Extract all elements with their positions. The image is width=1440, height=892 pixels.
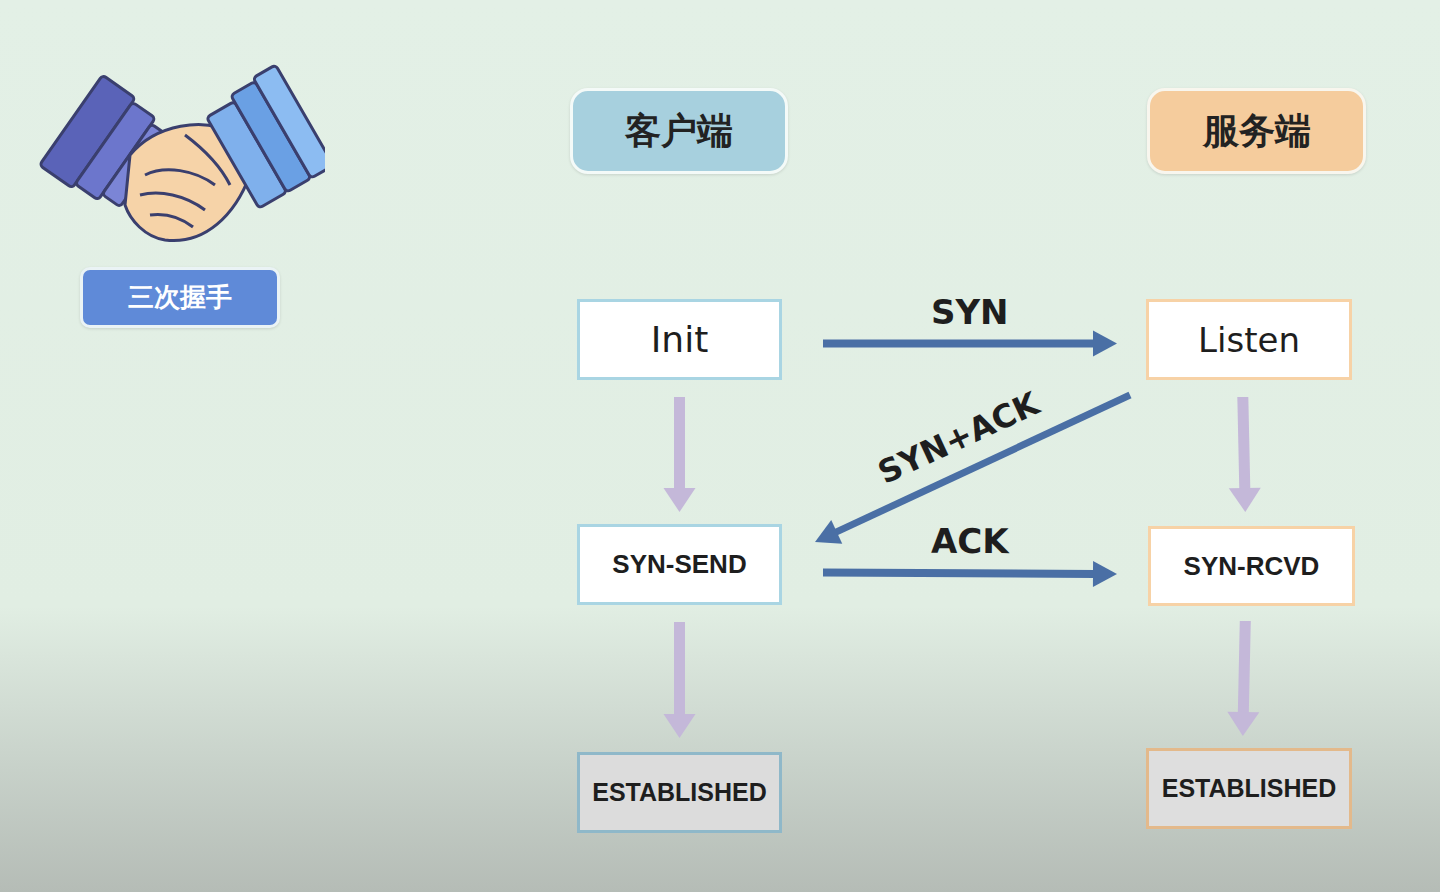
arrow-head: [1093, 331, 1117, 357]
state-box: Init: [577, 299, 782, 380]
state-box: SYN-RCVD: [1148, 526, 1355, 606]
state-transition-arrow: [1229, 397, 1261, 512]
node-text: ESTABLISHED: [592, 778, 767, 807]
state-box-final: ESTABLISHED: [577, 752, 782, 833]
node-text: SYN-SEND: [612, 549, 746, 580]
arrow-shaft: [1243, 621, 1245, 714]
edge-label: SYN: [931, 292, 1009, 332]
arrow-shaft: [823, 573, 1095, 574]
arrow-head: [815, 520, 842, 544]
arrow-head: [1229, 488, 1261, 512]
node-text: 服务端: [1203, 107, 1311, 156]
node-text: ESTABLISHED: [1162, 774, 1337, 803]
node-text: 三次握手: [128, 280, 232, 315]
state-transition-arrow: [664, 622, 696, 738]
node-text: 客户端: [625, 107, 733, 156]
state-box-final: ESTABLISHED: [1146, 748, 1352, 829]
state-transition-arrow: [1227, 621, 1259, 736]
client-header: 客户端: [570, 88, 788, 174]
edge-label: SYN+ACK: [872, 384, 1045, 492]
message-arrow: [823, 561, 1117, 587]
arrow-head: [664, 714, 696, 738]
node-text: Listen: [1198, 320, 1300, 360]
arrow-shaft: [674, 397, 685, 490]
arrow-head: [664, 488, 696, 512]
message-arrow: [823, 331, 1117, 357]
title-box: 三次握手: [80, 267, 280, 328]
arrow-shaft: [674, 622, 685, 716]
arrow-head: [1093, 561, 1117, 587]
arrow-head: [1227, 712, 1259, 736]
server-header: 服务端: [1147, 88, 1366, 174]
state-box: SYN-SEND: [577, 524, 782, 605]
arrow-shaft: [823, 340, 1095, 348]
handshake-illustration: [35, 55, 325, 265]
state-box: Listen: [1146, 299, 1352, 380]
node-text: Init: [651, 319, 709, 360]
arrow-shaft: [1243, 397, 1245, 490]
node-text: SYN-RCVD: [1184, 551, 1320, 582]
edge-label: ACK: [931, 521, 1009, 561]
state-transition-arrow: [664, 397, 696, 512]
